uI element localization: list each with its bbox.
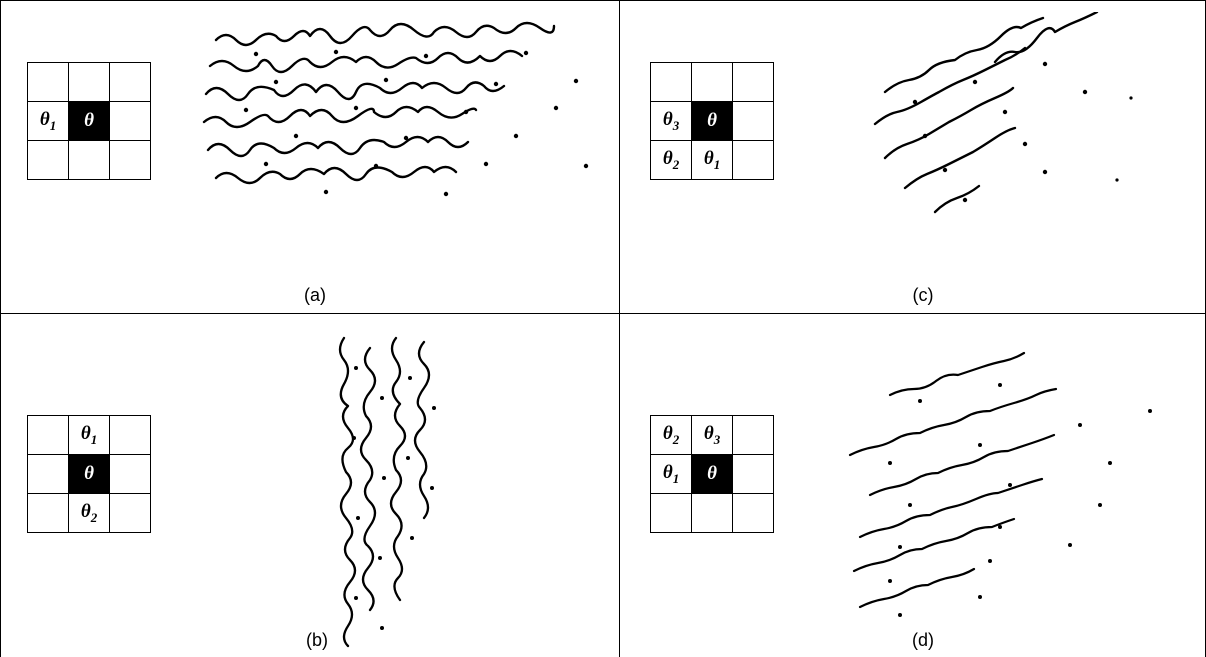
grid-c-theta3: θ3 [651, 102, 692, 141]
neighborhood-grid-d: θ2 θ3 θ1 θ [650, 415, 774, 533]
grid-d-theta2: θ2 [651, 416, 692, 455]
grid-d-cell [651, 494, 692, 533]
caption-b: (b) [287, 630, 347, 651]
caption-d: (d) [893, 630, 953, 651]
frame-middle-vertical [619, 0, 620, 657]
neighborhood-grid-c: θ3 θ θ2 θ1 [650, 62, 774, 180]
grid-b-theta-center: θ [69, 455, 110, 494]
grid-d-theta-center: θ [692, 455, 733, 494]
grid-a-theta1: θ1 [28, 102, 69, 141]
grid-b-cell [28, 416, 69, 455]
grid-d-cell [733, 494, 774, 533]
grid-c-theta1: θ1 [692, 141, 733, 180]
grid-b-cell [28, 494, 69, 533]
grid-b-cell [110, 494, 151, 533]
grid-c-cell [733, 63, 774, 102]
frame-left [0, 0, 1, 657]
grid-a-cell [69, 63, 110, 102]
grid-a-cell [110, 102, 151, 141]
neighborhood-grid-a: θ1 θ [27, 62, 151, 180]
grid-c-cell [692, 63, 733, 102]
grid-b-theta2: θ2 [69, 494, 110, 533]
grid-c-theta2: θ2 [651, 141, 692, 180]
grid-c-cell [733, 102, 774, 141]
grid-a-cell [28, 141, 69, 180]
grid-c-cell [651, 63, 692, 102]
manuscript-image-a [196, 18, 616, 208]
grid-b-cell [110, 455, 151, 494]
manuscript-image-c [845, 12, 1145, 232]
caption-c: (c) [893, 285, 953, 306]
caption-a: (a) [285, 285, 345, 306]
grid-a-cell [69, 141, 110, 180]
neighborhood-grid-b: θ1 θ θ2 [27, 415, 151, 533]
grid-b-cell [110, 416, 151, 455]
frame-top [0, 0, 1206, 1]
grid-b-cell [28, 455, 69, 494]
grid-d-cell [733, 416, 774, 455]
frame-middle-horizontal [0, 313, 1206, 314]
manuscript-image-d [830, 345, 1190, 620]
grid-a-cell [28, 63, 69, 102]
grid-a-cell [110, 63, 151, 102]
grid-b-theta1: θ1 [69, 416, 110, 455]
grid-d-theta3: θ3 [692, 416, 733, 455]
grid-d-cell [692, 494, 733, 533]
manuscript-image-b [330, 318, 440, 653]
grid-a-theta-center: θ [69, 102, 110, 141]
grid-d-theta1: θ1 [651, 455, 692, 494]
grid-c-cell [733, 141, 774, 180]
grid-d-cell [733, 455, 774, 494]
grid-a-cell [110, 141, 151, 180]
grid-c-theta-center: θ [692, 102, 733, 141]
